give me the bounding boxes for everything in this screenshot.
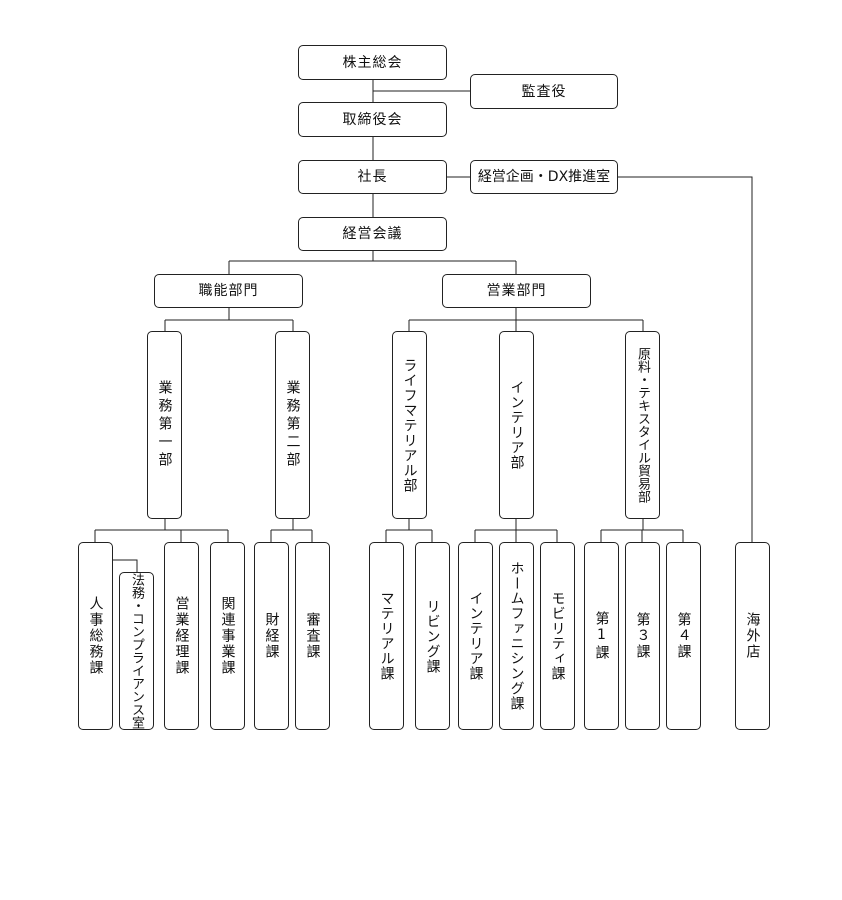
interior-section-label: インテリア課 [467, 591, 484, 681]
business-dept-1-label: 業務第一部 [156, 380, 173, 470]
related-business-section-label: 関連事業課 [219, 596, 236, 676]
material-section-label: マテリアル課 [378, 591, 395, 681]
overseas-branch-box: 海外店 [735, 542, 770, 730]
legal-compliance-office-box: 法務・コンプライアンス室 [119, 572, 154, 730]
raw-material-textile-trade-dept-box: 原料・テキスタイル貿易部 [625, 331, 660, 519]
section-1-box: 第1課 [584, 542, 619, 730]
management-meeting-box: 経営会議 [298, 217, 447, 251]
material-section-box: マテリアル課 [369, 542, 404, 730]
auditor-label: 監査役 [521, 83, 567, 100]
home-furnishing-section-label: ホームファニシング課 [508, 561, 525, 711]
functional-division-label: 職能部門 [198, 283, 259, 299]
shareholders-meeting-box: 株主総会 [298, 45, 447, 80]
section-4-box: 第４課 [666, 542, 701, 730]
interior-dept-box: インテリア部 [499, 331, 534, 519]
finance-section-box: 財経課 [254, 542, 289, 730]
board-box: 取締役会 [298, 102, 447, 137]
sales-division-box: 営業部門 [442, 274, 591, 308]
review-section-box: 審査課 [295, 542, 330, 730]
board-label: 取締役会 [342, 111, 403, 128]
life-material-dept-label: ライフマテリアル部 [401, 357, 418, 493]
sales-accounting-section-label: 営業経理課 [173, 596, 190, 676]
business-dept-2-label: 業務第二部 [284, 380, 301, 470]
section-1-label: 第1課 [593, 611, 610, 661]
interior-dept-label: インテリア部 [508, 380, 525, 470]
business-dept-2-box: 業務第二部 [275, 331, 310, 519]
related-business-section-box: 関連事業課 [210, 542, 245, 730]
finance-section-label: 財経課 [263, 612, 280, 660]
mobility-section-label: モビリティ課 [549, 591, 566, 681]
sales-accounting-section-box: 営業経理課 [164, 542, 199, 730]
business-dept-1-box: 業務第一部 [147, 331, 182, 519]
functional-division-box: 職能部門 [154, 274, 303, 308]
strategy-dx-office-box: 経営企画・DX推進室 [470, 160, 618, 194]
life-material-dept-box: ライフマテリアル部 [392, 331, 427, 519]
hr-general-affairs-section-label: 人事総務課 [87, 596, 104, 676]
section-4-label: 第４課 [675, 612, 692, 660]
section-3-label: 第３課 [634, 612, 651, 660]
raw-material-textile-trade-dept-label: 原料・テキスタイル貿易部 [635, 347, 650, 503]
hr-general-affairs-section-box: 人事総務課 [78, 542, 113, 730]
strategy-dx-office-label: 経営企画・DX推進室 [477, 169, 611, 185]
shareholders-meeting-label: 株主総会 [342, 54, 403, 71]
president-box: 社長 [298, 160, 447, 194]
management-meeting-label: 経営会議 [342, 226, 403, 242]
interior-section-box: インテリア課 [458, 542, 493, 730]
living-section-box: リビング課 [415, 542, 450, 730]
president-label: 社長 [357, 169, 388, 185]
overseas-branch-label: 海外店 [744, 612, 761, 660]
auditor-box: 監査役 [470, 74, 618, 109]
living-section-label: リビング課 [424, 598, 441, 674]
sales-division-label: 営業部門 [486, 283, 547, 299]
review-section-label: 審査課 [304, 612, 321, 660]
home-furnishing-section-box: ホームファニシング課 [499, 542, 534, 730]
legal-compliance-office-label: 法務・コンプライアンス室 [129, 573, 144, 729]
section-3-box: 第３課 [625, 542, 660, 730]
mobility-section-box: モビリティ課 [540, 542, 575, 730]
